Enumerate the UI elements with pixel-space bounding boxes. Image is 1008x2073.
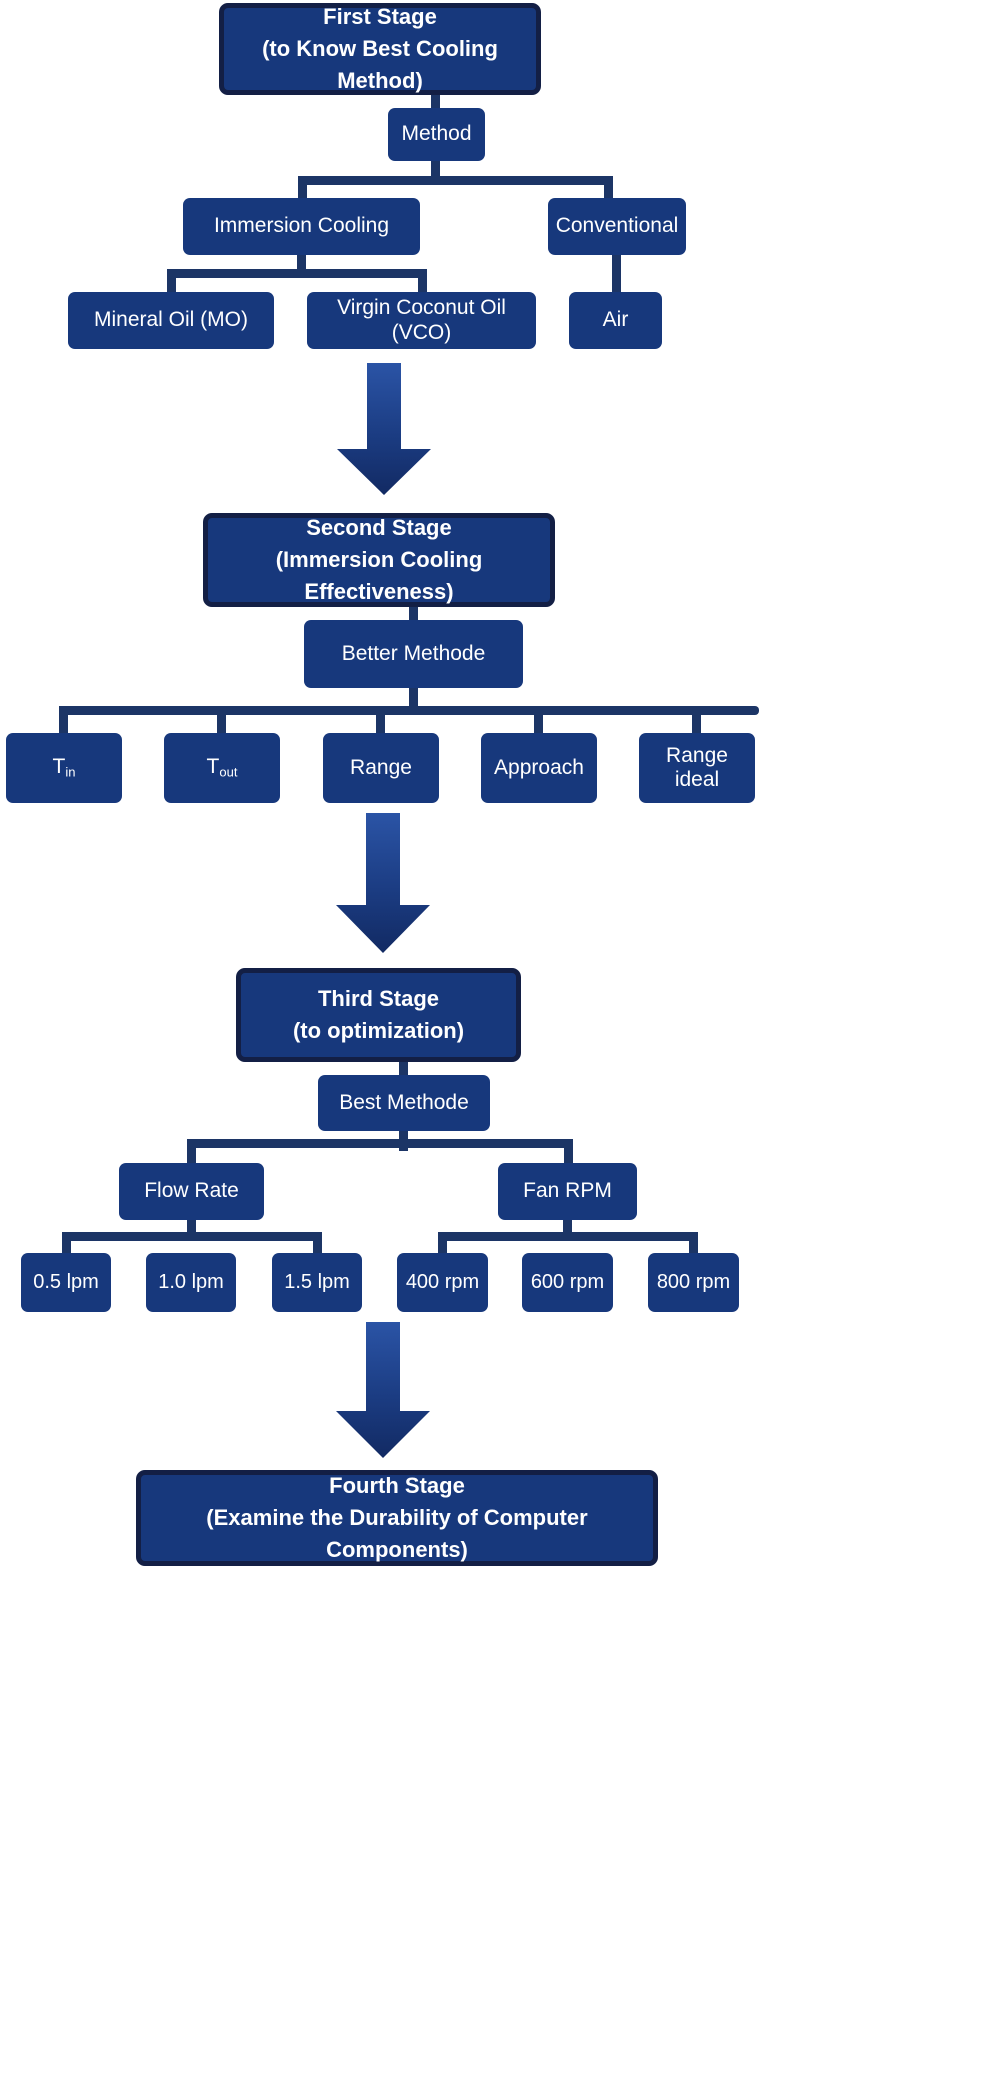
stage-second-line2: (Immersion Cooling Effectiveness) <box>275 547 483 604</box>
node-virgin-coconut-oil-label: Virgin Coconut Oil (VCO) <box>337 296 506 344</box>
connector-method-bus <box>298 176 613 185</box>
node-method: Method <box>388 108 485 161</box>
connector-drop-conventional <box>604 176 613 200</box>
node-fan-400rpm: 400 rpm <box>397 1253 488 1312</box>
node-best-methode: Best Methode <box>318 1075 490 1131</box>
node-t-out: Tout <box>164 733 280 803</box>
stage-box-third: Third Stage (to optimization) <box>236 968 521 1062</box>
node-fan-800rpm: 800 rpm <box>648 1253 739 1312</box>
node-fan-600rpm: 600 rpm <box>522 1253 613 1312</box>
connector-drop-tin <box>59 706 68 734</box>
node-better-methode-label: Better Methode <box>341 641 486 665</box>
stage-first-line2: (to Know Best Cooling Method) <box>262 36 498 93</box>
stage-box-first: First Stage (to Know Best Cooling Method… <box>219 3 541 95</box>
node-fan-rpm-label: Fan RPM <box>523 1179 612 1203</box>
big-arrow-stage2-to-stage3 <box>336 813 430 953</box>
node-flow-rate: Flow Rate <box>119 1163 264 1220</box>
node-fan-600rpm-label: 600 rpm <box>530 1271 605 1293</box>
node-flow-05lpm-label: 0.5 lpm <box>33 1271 99 1293</box>
node-conventional-label: Conventional <box>555 214 679 238</box>
connector-drop-fan-rpm <box>564 1139 573 1164</box>
node-immersion-cooling-label: Immersion Cooling <box>213 214 390 238</box>
node-method-label: Method <box>401 122 472 146</box>
connector-stage3-best <box>399 1062 408 1076</box>
connector-drop-15lpm <box>313 1232 322 1254</box>
node-range-ideal: Range ideal <box>639 733 755 803</box>
connector-drop-05lpm <box>62 1232 71 1254</box>
node-mineral-oil-label: Mineral Oil (MO) <box>93 308 248 332</box>
node-air-label: Air <box>602 308 629 332</box>
node-approach: Approach <box>481 733 597 803</box>
stage-second-line1: Second Stage <box>306 515 452 541</box>
connector-flow-rate-stub <box>187 1220 196 1238</box>
connector-drop-400rpm <box>438 1232 447 1254</box>
connector-drop-mineral-oil <box>167 269 176 293</box>
node-flow-rate-label: Flow Rate <box>144 1179 239 1203</box>
connector-drop-range-ideal <box>692 706 701 734</box>
connector-best-bus <box>187 1139 573 1148</box>
connector-fan-rpm-bus <box>438 1232 698 1241</box>
connector-drop-vco <box>418 269 427 293</box>
node-flow-15lpm-label: 1.5 lpm <box>284 1271 350 1293</box>
connector-better-bus <box>59 706 759 715</box>
connector-flow-rate-bus <box>62 1232 322 1241</box>
node-flow-10lpm-label: 1.0 lpm <box>158 1271 224 1293</box>
node-better-methode: Better Methode <box>304 620 523 688</box>
stage-fourth-line1: Fourth Stage <box>329 1473 465 1499</box>
connector-drop-flow-rate <box>187 1139 196 1164</box>
connector-better-stub <box>409 688 418 710</box>
node-flow-15lpm: 1.5 lpm <box>272 1253 362 1312</box>
connector-stage2-better <box>409 607 418 622</box>
node-range-ideal-label: Range ideal <box>666 743 728 791</box>
stage-third-line1: Third Stage <box>317 986 439 1012</box>
connector-drop-range <box>376 706 385 734</box>
big-arrow-stage3-to-stage4 <box>336 1322 430 1458</box>
connector-method-stub <box>431 161 440 180</box>
node-fan-400rpm-label: 400 rpm <box>405 1271 480 1293</box>
connector-stage1-method <box>431 95 440 110</box>
connector-drop-tout <box>217 706 226 734</box>
node-approach-label: Approach <box>494 755 584 779</box>
node-air: Air <box>569 292 662 349</box>
connector-drop-800rpm <box>689 1232 698 1254</box>
stage-box-second: Second Stage (Immersion Cooling Effectiv… <box>203 513 555 607</box>
node-best-methode-label: Best Methode <box>339 1090 469 1114</box>
connector-fan-rpm-stub <box>563 1220 572 1238</box>
node-conventional: Conventional <box>548 198 686 255</box>
node-mineral-oil: Mineral Oil (MO) <box>68 292 274 349</box>
stage-box-fourth: Fourth Stage (Examine the Durability of … <box>136 1470 658 1566</box>
node-fan-rpm: Fan RPM <box>498 1163 637 1220</box>
node-flow-05lpm: 0.5 lpm <box>21 1253 111 1312</box>
stage-first-line1: First Stage <box>323 4 437 30</box>
node-t-in: Tin <box>6 733 122 803</box>
connector-drop-immersion <box>298 176 307 200</box>
node-t-in-label: Tin <box>52 755 76 780</box>
node-flow-10lpm: 1.0 lpm <box>146 1253 236 1312</box>
node-virgin-coconut-oil: Virgin Coconut Oil (VCO) <box>307 292 536 349</box>
connector-drop-approach <box>534 706 543 734</box>
stage-third-line2: (to optimization) <box>292 1018 465 1043</box>
connector-conventional-air <box>612 255 621 293</box>
node-fan-800rpm-label: 800 rpm <box>656 1271 731 1293</box>
connector-immersion-stub <box>297 255 306 273</box>
connector-immersion-bus <box>167 269 427 278</box>
node-range-label: Range <box>350 755 412 779</box>
node-t-out-label: Tout <box>206 755 238 780</box>
node-range: Range <box>323 733 439 803</box>
stage-fourth-line2: (Examine the Durability of Computer Comp… <box>206 1505 588 1562</box>
big-arrow-stage1-to-stage2 <box>337 363 431 495</box>
node-immersion-cooling: Immersion Cooling <box>183 198 420 255</box>
